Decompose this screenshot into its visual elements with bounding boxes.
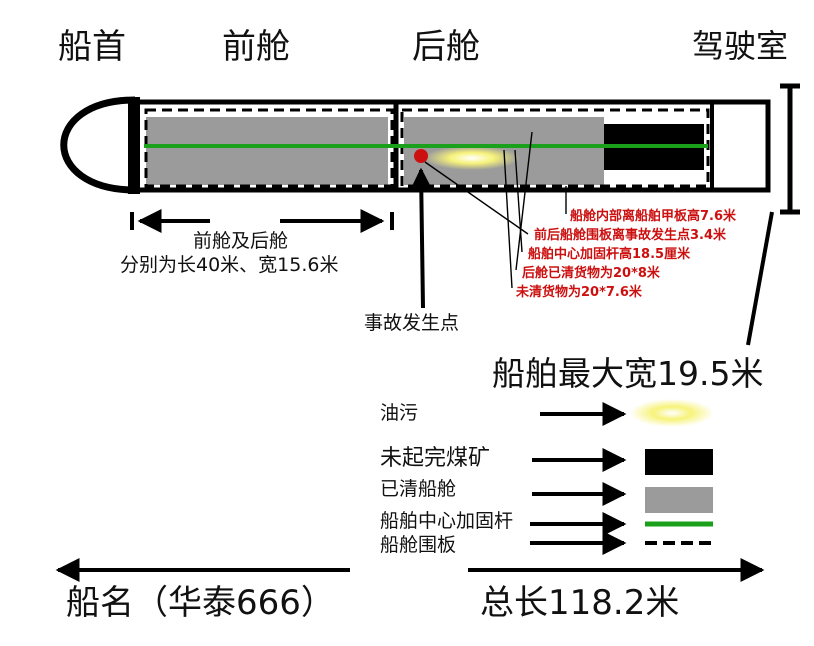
label-bow: 船首 <box>58 27 126 67</box>
legend-cleared-label: 已清船舱 <box>380 478 457 500</box>
label-front-hold: 前舱 <box>222 27 290 67</box>
hull-outline <box>134 99 771 193</box>
max-width-pointer <box>746 211 774 346</box>
annotation-uncleared-cargo: 未清货物为20*7.6米 <box>516 285 642 300</box>
bow-outline <box>60 96 136 194</box>
legend-oil-label: 油污 <box>380 402 419 424</box>
oil-spill <box>424 146 520 170</box>
annotation-rod-height: 船舶中心加固杆高18.5厘米 <box>528 247 691 262</box>
annotation-cleared-cargo: 后舱已清货物为20*8米 <box>522 266 660 281</box>
legend-coal-sample <box>645 449 713 475</box>
legend-oil-sample <box>630 399 714 427</box>
hold-dimension-line2: 分别为长40米、宽15.6米 <box>120 254 339 276</box>
legend-coal-label: 未起完煤矿 <box>380 446 491 471</box>
label-rear-hold: 后舱 <box>412 27 480 67</box>
front-hold-cleared-area <box>146 117 388 185</box>
max-width-label: 船舶最大宽19.5米 <box>492 354 764 393</box>
label-bridge: 驾驶室 <box>692 27 789 65</box>
total-length-label: 总长118.2米 <box>480 583 680 623</box>
legend-coaming-label: 船舱围板 <box>380 534 457 556</box>
accident-point-dot <box>414 149 428 163</box>
accident-pointer <box>409 167 434 309</box>
legend-cleared-sample <box>645 487 713 513</box>
legend-rod-label: 船舶中心加固杆 <box>380 510 514 532</box>
hold-dimension-line1: 前舱及后舱 <box>193 230 289 252</box>
ship-name-label: 船名（华泰666） <box>66 583 335 623</box>
accident-point-label: 事故发生点 <box>364 312 460 334</box>
annotation-coaming-distance: 前后船舱围板离事故发生点3.4米 <box>534 228 727 243</box>
annotation-deck-height: 船舱内部离船舶甲板高7.6米 <box>570 209 737 224</box>
annotation-leaders <box>424 131 567 289</box>
